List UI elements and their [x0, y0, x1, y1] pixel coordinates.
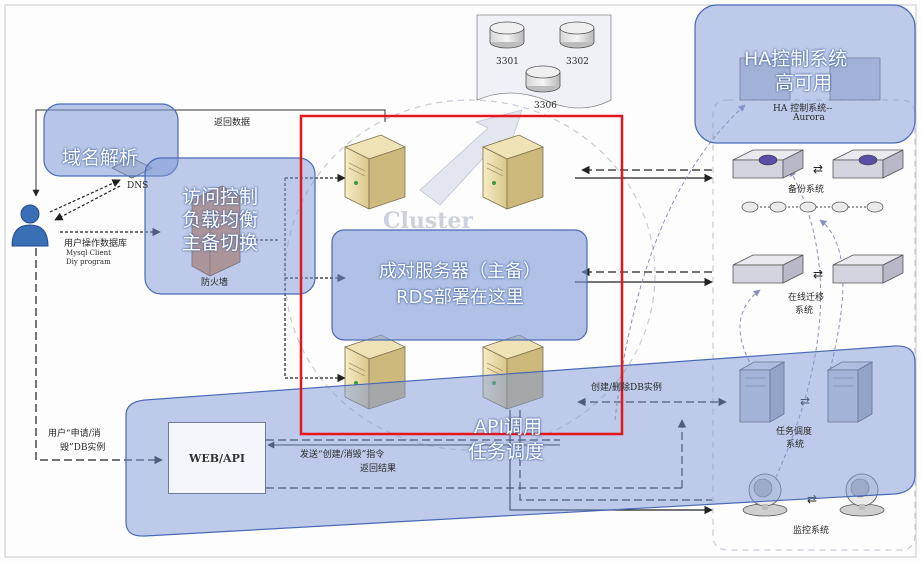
dns-annotation: 域名解析 [62, 147, 139, 169]
overlay-access-control [144, 157, 316, 295]
migration-server-icon [832, 254, 904, 284]
overlay-api-band [125, 345, 916, 537]
migration-label-line1: 在线迁移 [788, 293, 825, 303]
overlay-rds [331, 229, 588, 341]
user-db-label: 用户操作数据库 [64, 239, 128, 249]
cluster-watermark: Cluster [383, 208, 473, 234]
scheduler-label-line2: 系统 [786, 440, 805, 450]
rds-annotation-line1: 成对服务器（主备） [379, 261, 541, 282]
web-api-box: WEB/API [168, 422, 266, 494]
db-3301-label: 3301 [496, 57, 519, 67]
ha-system-label: HA 控制系统-- [773, 104, 833, 114]
server-icon [482, 134, 544, 210]
user-request-label-line1: 用户“申请/消 [48, 429, 101, 439]
db-access-arrow [419, 109, 523, 206]
access-annotation-line3: 主备切换 [182, 232, 259, 254]
return-data-label: 返回数据 [214, 118, 251, 128]
database-cylinder-icon [741, 201, 884, 213]
return-result-label: 返回结果 [360, 464, 397, 474]
db-3302-label: 3302 [566, 57, 589, 67]
rds-highlight-box [299, 114, 624, 436]
user-icon [11, 204, 49, 247]
firewall-label: 防火墙 [201, 278, 229, 288]
database-cylinder-icon [559, 21, 595, 49]
aurora-label: Aurora [793, 113, 825, 123]
dns-label: DNS [127, 181, 149, 191]
database-cylinder-icon [489, 21, 525, 49]
send-command-label: 发送“创建/消毁”指令 [300, 450, 385, 460]
access-annotation-line2: 负载均衡 [182, 209, 259, 231]
api-annotation-line2: 任务调度 [468, 441, 545, 463]
migration-label-line2: 系统 [795, 306, 814, 316]
bidirectional-arrow-icon: ⇄ [813, 267, 823, 281]
ha-annotation-line1: HA控制系统 [744, 48, 848, 70]
migration-server-icon [732, 254, 804, 284]
overlay-dns [43, 103, 179, 177]
db-3306-label: 3306 [534, 101, 557, 111]
access-annotation-line1: 访问控制 [182, 186, 259, 208]
scheduler-label-line1: 任务调度 [776, 427, 813, 437]
server-icon [344, 134, 406, 210]
user-request-label-line2: 毁”DB实例 [60, 443, 106, 453]
create-delete-label: 创建/删除DB实例 [591, 383, 662, 393]
overlay-ha [694, 4, 916, 144]
mysql-client-label: Mysql Client [66, 249, 111, 257]
database-cylinder-icon [525, 65, 561, 93]
backup-system-label: 备份系统 [788, 185, 825, 195]
api-annotation-line1: API调用 [474, 416, 543, 438]
ha-annotation-line2: 高可用 [775, 72, 833, 94]
bidirectional-arrow-icon: ⇄ [813, 162, 823, 176]
monitor-system-label: 监控系统 [793, 526, 830, 536]
rds-annotation-line2: RDS部署在这里 [396, 287, 524, 308]
diy-program-label: Diy program [66, 258, 111, 266]
